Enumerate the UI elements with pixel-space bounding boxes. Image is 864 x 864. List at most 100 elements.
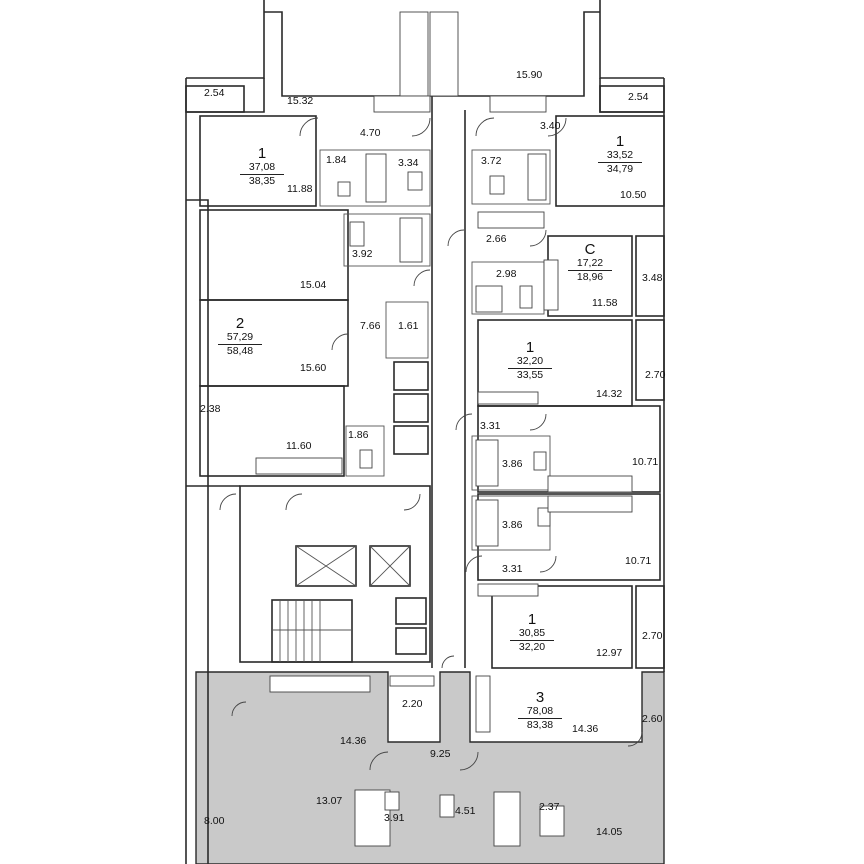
room-area-label: 3.31 — [502, 563, 523, 575]
bathtub-fixture — [527, 153, 547, 201]
room-area-label: 12.97 — [596, 647, 623, 659]
apartment-type: С — [584, 241, 596, 258]
sink-fixture — [384, 791, 400, 811]
kitchen-counter — [477, 211, 545, 229]
kitchen-counter — [547, 495, 633, 513]
wardrobe-fixture — [475, 675, 491, 733]
apartment-living-area: 17,22 — [568, 257, 612, 271]
bathtub-fixture — [493, 791, 521, 847]
room-area-label: 14.05 — [596, 826, 623, 838]
kitchen-counter — [547, 475, 633, 493]
room-area-label: 3.40 — [540, 120, 561, 132]
kitchen-counter — [399, 11, 429, 97]
apartment-living-area: 78,08 — [518, 705, 562, 719]
room-area-label: 2.54 — [628, 91, 649, 103]
room-area-label: 11.88 — [287, 183, 313, 195]
kitchen-counter — [373, 95, 431, 113]
room-area-label: 2.66 — [486, 233, 507, 245]
apartment-total-area: 33,55 — [516, 369, 544, 381]
room-area-label: 3.34 — [398, 157, 419, 169]
apartment-living-area: 32,20 — [508, 355, 552, 369]
room-area-label: 3.86 — [502, 519, 523, 531]
apartment-living-area: 33,52 — [598, 149, 642, 163]
room-area-label: 10.71 — [625, 555, 652, 567]
bathtub-fixture — [475, 499, 499, 547]
toilet-fixture — [349, 221, 365, 247]
room-area-label: 2.98 — [496, 268, 517, 280]
sink-fixture — [337, 181, 351, 197]
apartment-type: 3 — [535, 689, 545, 706]
room-area-label: 8.00 — [204, 815, 225, 827]
apartment-total-area: 34,79 — [606, 163, 634, 175]
doors — [219, 117, 643, 771]
closet-fixture — [477, 391, 539, 405]
bathtub-fixture — [354, 789, 391, 847]
room-area-label: 15.60 — [300, 362, 327, 374]
apartment-total-area: 32,20 — [518, 641, 546, 653]
room-area-label: 3.86 — [502, 458, 523, 470]
room-area-label: 3.92 — [352, 248, 373, 260]
apartment-living-area: 30,85 — [510, 627, 554, 641]
room-area-label: 15.90 — [516, 69, 543, 81]
building-core — [239, 361, 431, 663]
toilet-fixture — [537, 507, 551, 527]
room-area-label: 2.54 — [204, 87, 225, 99]
toilet-fixture — [359, 449, 373, 469]
room-area-label: 4.51 — [455, 805, 476, 817]
room-area-label: 11.60 — [286, 440, 312, 452]
apartment-3-highlight — [195, 671, 665, 864]
closet-fixture — [477, 583, 539, 597]
apartment-label: 1 32,20 33,55 — [508, 340, 552, 382]
kitchen-counter — [543, 259, 559, 311]
room-area-label: 3.72 — [481, 155, 502, 167]
apartment-living-area: 37,08 — [240, 161, 284, 175]
toilet-fixture — [533, 451, 547, 471]
room-area-label: 14.32 — [596, 388, 623, 400]
room-area-label: 4.70 — [360, 127, 381, 139]
room-area-label: 15.32 — [287, 95, 314, 107]
apartment-total-area: 83,38 — [526, 719, 554, 731]
closet-fixture — [389, 675, 435, 687]
toilet-fixture — [439, 794, 455, 818]
toilet-fixture — [407, 171, 423, 191]
room-area-label: 2.38 — [200, 403, 221, 415]
apartment-type: 2 — [235, 315, 245, 332]
elevator-shaft — [295, 545, 357, 587]
elevator-shaft — [369, 545, 411, 587]
room-area-label: 1.84 — [326, 154, 347, 166]
room-area-label: 1.61 — [398, 320, 419, 332]
shower-fixture — [475, 285, 503, 313]
room-area-label: 9.25 — [430, 748, 451, 760]
apartment-label: С 17,22 18,96 — [568, 242, 612, 284]
apartment-label: 1 37,08 38,35 — [240, 146, 284, 188]
apartment-type: 1 — [527, 611, 537, 628]
room-area-label: 10.50 — [620, 189, 647, 201]
bathtub-fixture — [399, 217, 423, 263]
kitchens — [255, 11, 633, 597]
bathtub-fixture — [365, 153, 387, 203]
apartment-label: 1 30,85 32,20 — [510, 612, 554, 654]
room-area-label: 2.20 — [402, 698, 423, 710]
apartment-type: 1 — [615, 133, 625, 150]
apartment-label: 2 57,29 58,48 — [218, 316, 262, 358]
bathtub-fixture — [475, 439, 499, 487]
room-area-label: 2.70 — [642, 630, 663, 642]
room-area-label: 3.48 — [642, 272, 663, 284]
toilet-fixture — [519, 285, 533, 309]
apartment-total-area: 18,96 — [576, 271, 604, 283]
kitchen-counter — [255, 457, 343, 475]
closet-fixture — [539, 805, 565, 837]
apartment-type: 1 — [525, 339, 535, 356]
room-area-label: 10.71 — [632, 456, 659, 468]
room-area-label: 11.58 — [592, 297, 618, 309]
room-area-label: 3.31 — [480, 420, 501, 432]
room-area-label: 13.07 — [316, 795, 343, 807]
room-area-label: 14.36 — [340, 735, 367, 747]
room-area-label: 14.36 — [572, 723, 599, 735]
room-area-label: 3.91 — [384, 812, 405, 824]
kitchen-counter — [269, 675, 371, 693]
kitchen-counter — [489, 95, 547, 113]
apartment-label: 3 78,08 83,38 — [518, 690, 562, 732]
apartment-total-area: 38,35 — [248, 175, 276, 187]
